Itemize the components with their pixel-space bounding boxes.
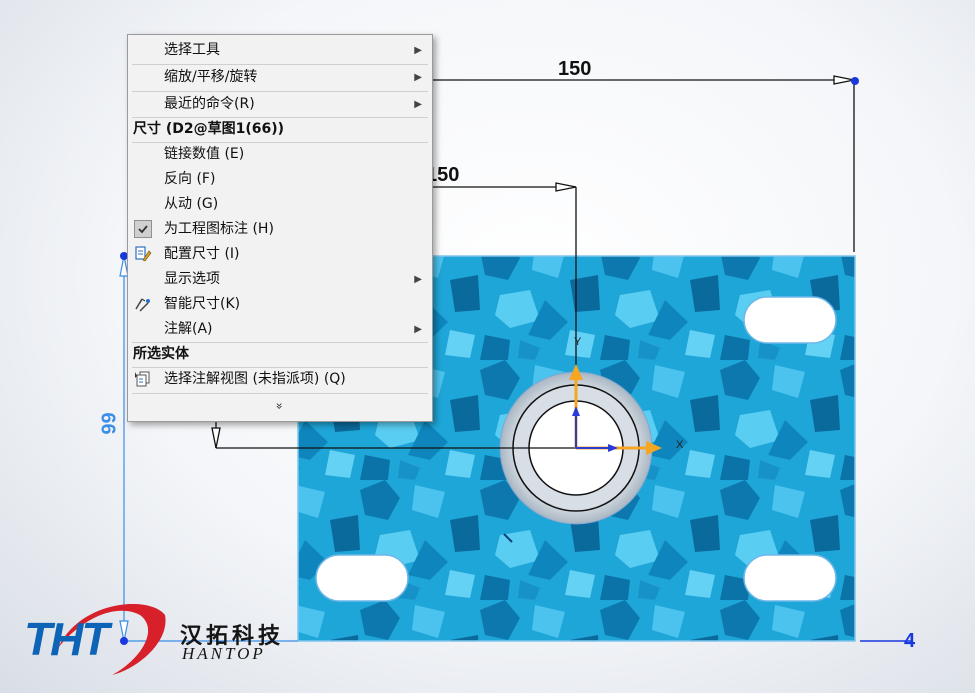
menu-item-zoom-pan-rotate[interactable]: 缩放/平移/旋转 ▶: [128, 65, 432, 90]
menu-item-label: 为工程图标注 (H): [164, 221, 274, 237]
menu-item-label: 反向 (F): [164, 171, 216, 187]
submenu-arrow-icon: ▶: [414, 274, 422, 285]
dimension-center-vertical[interactable]: [211, 421, 576, 449]
menu-item-label: 选择注解视图 (未指派项) (Q): [164, 371, 346, 387]
menu-separator: [132, 342, 428, 343]
menu-separator: [132, 367, 428, 368]
dimension-left-top-dot[interactable]: [120, 252, 128, 260]
triad-x-label: X: [676, 439, 684, 451]
menu-item-label: 显示选项: [164, 271, 220, 287]
dimension-right-value[interactable]: 4: [904, 630, 916, 652]
dimension-top-value[interactable]: 150: [558, 58, 592, 80]
menu-item-smart-dimension[interactable]: 智能尺寸(K): [128, 292, 432, 317]
menu-expand-chevron-icon[interactable]: »: [128, 395, 432, 417]
menu-item-label: 注解(A): [164, 321, 213, 337]
menu-separator: [132, 393, 428, 394]
plate-marker: [503, 533, 513, 543]
submenu-arrow-icon: ▶: [414, 324, 422, 335]
smart-dimension-icon: [134, 295, 152, 313]
dimension-left-value[interactable]: 66: [96, 412, 119, 435]
triad-y-label: Y: [574, 336, 582, 348]
menu-item-label: 智能尺寸(K): [164, 296, 241, 312]
menu-header-selected-entity: 所选实体: [128, 342, 432, 367]
menu-separator: [132, 91, 428, 92]
menu-item-label: 配置尺寸 (I): [164, 246, 240, 262]
menu-item-flip[interactable]: 反向 (F): [128, 167, 432, 192]
menu-item-select-annotation-view[interactable]: 选择注解视图 (未指派项) (Q): [128, 367, 432, 392]
menu-header-dimension: 尺寸 (D2@草图1(66)): [128, 117, 432, 142]
context-menu: 选择工具 ▶ 缩放/平移/旋转 ▶ 最近的命令(R) ▶ 尺寸 (D2@草图1(…: [127, 34, 433, 422]
dimension-center-150[interactable]: [432, 182, 577, 445]
menu-header-label: 所选实体: [133, 346, 189, 362]
menu-item-annotations[interactable]: 注解(A) ▶: [128, 317, 432, 342]
menu-item-label: 从动 (G): [164, 196, 219, 212]
menu-item-recent-commands[interactable]: 最近的命令(R) ▶: [128, 92, 432, 117]
logo-letters: THT: [24, 613, 109, 665]
menu-item-label: 选择工具: [164, 42, 220, 58]
slot-top-right[interactable]: [743, 296, 837, 344]
menu-item-driven[interactable]: 从动 (G): [128, 192, 432, 217]
menu-item-mark-for-drawing[interactable]: 为工程图标注 (H): [128, 217, 432, 242]
submenu-arrow-icon: ▶: [414, 72, 422, 83]
logo-chinese-name: 汉拓科技: [180, 623, 285, 649]
dimension-left-bottom-dot[interactable]: [120, 637, 128, 645]
dimension-endpoint-dot[interactable]: [851, 77, 859, 85]
menu-item-label: 最近的命令(R): [164, 96, 255, 112]
hantop-logo-mark: [58, 603, 166, 675]
menu-item-link-values[interactable]: 链接数值 (E): [128, 142, 432, 167]
dimension-top-150[interactable]: [432, 75, 855, 252]
slot-bottom-right[interactable]: [743, 554, 837, 602]
menu-separator: [132, 64, 428, 65]
annotation-view-icon: [134, 370, 152, 388]
menu-separator: [132, 117, 428, 118]
slot-bottom-left[interactable]: [315, 554, 409, 602]
menu-item-configure-dimension[interactable]: 配置尺寸 (I): [128, 242, 432, 267]
menu-item-label: 缩放/平移/旋转: [164, 69, 258, 85]
configure-dimension-icon: [134, 245, 152, 263]
dimension-center-value[interactable]: 150: [426, 164, 460, 186]
logo-english-name: HANTOP: [182, 644, 266, 663]
chevron-glyph: »: [273, 402, 287, 410]
menu-item-label: 链接数值 (E): [164, 146, 245, 162]
menu-separator: [132, 142, 428, 143]
menu-header-label: 尺寸 (D2@草图1(66)): [133, 121, 285, 137]
menu-item-display-options[interactable]: 显示选项 ▶: [128, 267, 432, 292]
submenu-arrow-icon: ▶: [414, 45, 422, 56]
submenu-arrow-icon: ▶: [414, 99, 422, 110]
reference-triad: [569, 364, 662, 455]
menu-item-select-tools[interactable]: 选择工具 ▶: [128, 38, 432, 63]
checkmark-icon: [134, 220, 152, 238]
